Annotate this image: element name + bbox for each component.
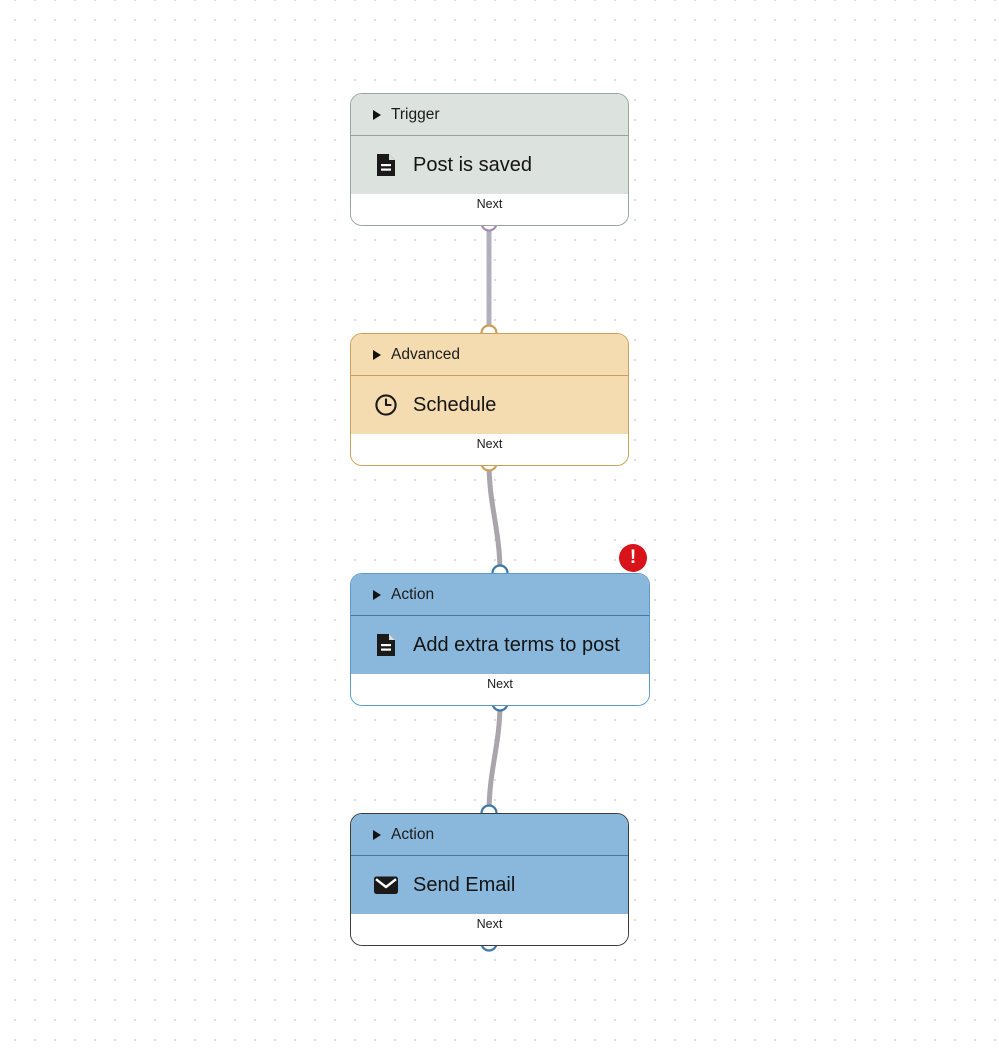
clock-icon xyxy=(373,392,399,418)
connector-advanced-to-action xyxy=(486,460,503,576)
node-title: Send Email xyxy=(413,873,516,896)
node-footer-label: Next xyxy=(487,677,513,691)
node-header[interactable]: Action xyxy=(351,814,628,856)
node-body[interactable]: Add extra terms to post xyxy=(351,616,649,674)
node-body[interactable]: Post is saved xyxy=(351,136,628,194)
node-footer-next[interactable]: Next xyxy=(351,674,649,705)
document-icon xyxy=(373,152,399,178)
error-badge-symbol: ! xyxy=(629,547,637,568)
node-trigger-post-is-saved[interactable]: Trigger Post is saved Next xyxy=(350,93,629,226)
node-footer-label: Next xyxy=(476,197,503,211)
node-body[interactable]: Schedule xyxy=(351,376,628,434)
node-footer-label: Next xyxy=(476,437,503,451)
node-advanced-schedule[interactable]: Advanced Schedule Next xyxy=(350,333,629,466)
node-header-label: Advanced xyxy=(391,345,460,363)
node-title: Add extra terms to post xyxy=(413,633,620,656)
node-action-add-extra-terms[interactable]: Action Add extra terms to post Next xyxy=(350,573,650,706)
node-header-label: Action xyxy=(391,585,435,603)
node-header[interactable]: Trigger xyxy=(351,94,628,136)
node-footer-label: Next xyxy=(476,917,503,931)
envelope-icon xyxy=(373,872,399,898)
node-header-label: Action xyxy=(391,825,435,843)
node-body[interactable]: Send Email xyxy=(351,856,628,914)
node-header[interactable]: Action xyxy=(351,574,649,616)
document-icon xyxy=(373,632,399,658)
node-title: Post is saved xyxy=(413,153,532,176)
node-footer-next[interactable]: Next xyxy=(351,914,628,945)
chevron-right-icon[interactable] xyxy=(373,589,381,600)
node-header[interactable]: Advanced xyxy=(351,334,628,376)
connector-action-to-email xyxy=(486,700,503,816)
chevron-right-icon[interactable] xyxy=(373,829,381,840)
chevron-right-icon[interactable] xyxy=(373,349,381,360)
node-footer-next[interactable]: Next xyxy=(351,434,628,465)
node-header-label: Trigger xyxy=(391,105,440,123)
chevron-right-icon[interactable] xyxy=(373,109,381,120)
node-title: Schedule xyxy=(413,393,497,416)
error-badge-icon[interactable]: ! xyxy=(619,544,647,572)
node-action-send-email[interactable]: Action Send Email Next xyxy=(350,813,629,946)
node-footer-next[interactable]: Next xyxy=(351,194,628,225)
